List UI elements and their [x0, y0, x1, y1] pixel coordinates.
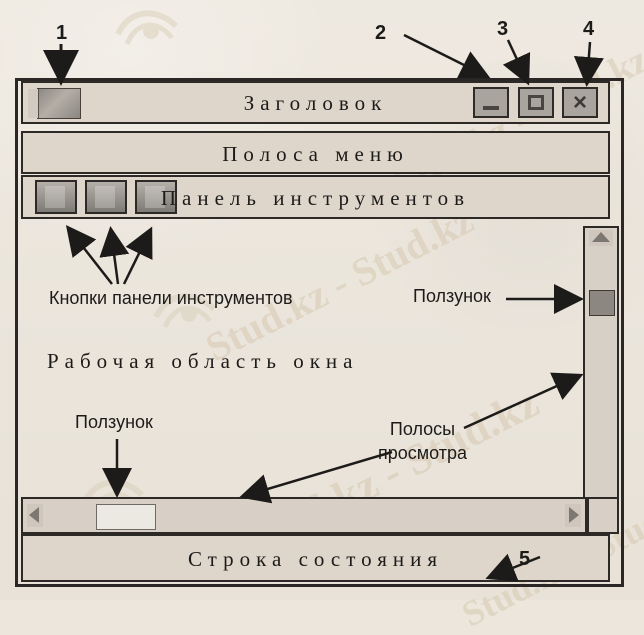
callout-number-4: 4	[583, 18, 595, 40]
maximize-button[interactable]	[518, 87, 554, 118]
window-icon	[28, 88, 81, 119]
work-area-label: Рабочая область окна	[47, 349, 359, 373]
toolbar-buttons-label: Кнопки панели инструментов	[49, 288, 293, 308]
close-button[interactable]: ×	[562, 87, 598, 118]
callout-number-5: 5	[519, 548, 531, 570]
toolbar-button[interactable]	[135, 180, 177, 214]
vertical-scroll-thumb[interactable]	[589, 290, 615, 316]
window-frame	[15, 78, 624, 587]
scroll-right-icon[interactable]	[565, 504, 581, 527]
arrow-icon	[502, 39, 531, 86]
scrollbars-label: Полосы просмотра	[378, 417, 467, 465]
toolbar-label: Панель инструментов	[160, 186, 471, 210]
scrollbar-corner	[587, 497, 619, 534]
callout-number-2: 2	[375, 22, 387, 44]
scrollbars-label-line-1: Полосы	[389, 419, 456, 439]
arrow-icon	[403, 33, 491, 79]
scrollbars-label-line-2: просмотра	[378, 443, 468, 463]
scroll-left-icon[interactable]	[27, 504, 43, 527]
menu-bar-label: Полоса меню	[222, 142, 409, 166]
bottom-slider-label: Ползунок	[75, 412, 153, 432]
horizontal-scroll-thumb[interactable]	[96, 504, 156, 530]
callout-number-1: 1	[56, 22, 68, 44]
title-bar-label: Заголовок	[243, 91, 388, 115]
title-bar: Заголовок ×	[21, 81, 610, 124]
vertical-scrollbar[interactable]	[583, 226, 619, 525]
horizontal-scrollbar[interactable]	[21, 497, 587, 534]
toolbar-button[interactable]	[85, 180, 127, 214]
menu-bar: Полоса меню	[21, 131, 610, 174]
close-icon: ×	[572, 89, 587, 116]
toolbar: Панель инструментов	[21, 175, 610, 219]
toolbar-button[interactable]	[35, 180, 77, 214]
callout-number-3: 3	[497, 18, 509, 40]
arrow-icon	[573, 41, 604, 87]
maximize-icon	[528, 95, 544, 110]
status-bar-label: Строка состояния	[187, 547, 444, 571]
right-slider-label: Ползунок	[413, 286, 491, 306]
minimize-icon	[483, 106, 499, 110]
scroll-up-icon[interactable]	[589, 230, 613, 246]
stud-kz-logo-icon	[115, 10, 179, 46]
minimize-button[interactable]	[473, 87, 509, 118]
